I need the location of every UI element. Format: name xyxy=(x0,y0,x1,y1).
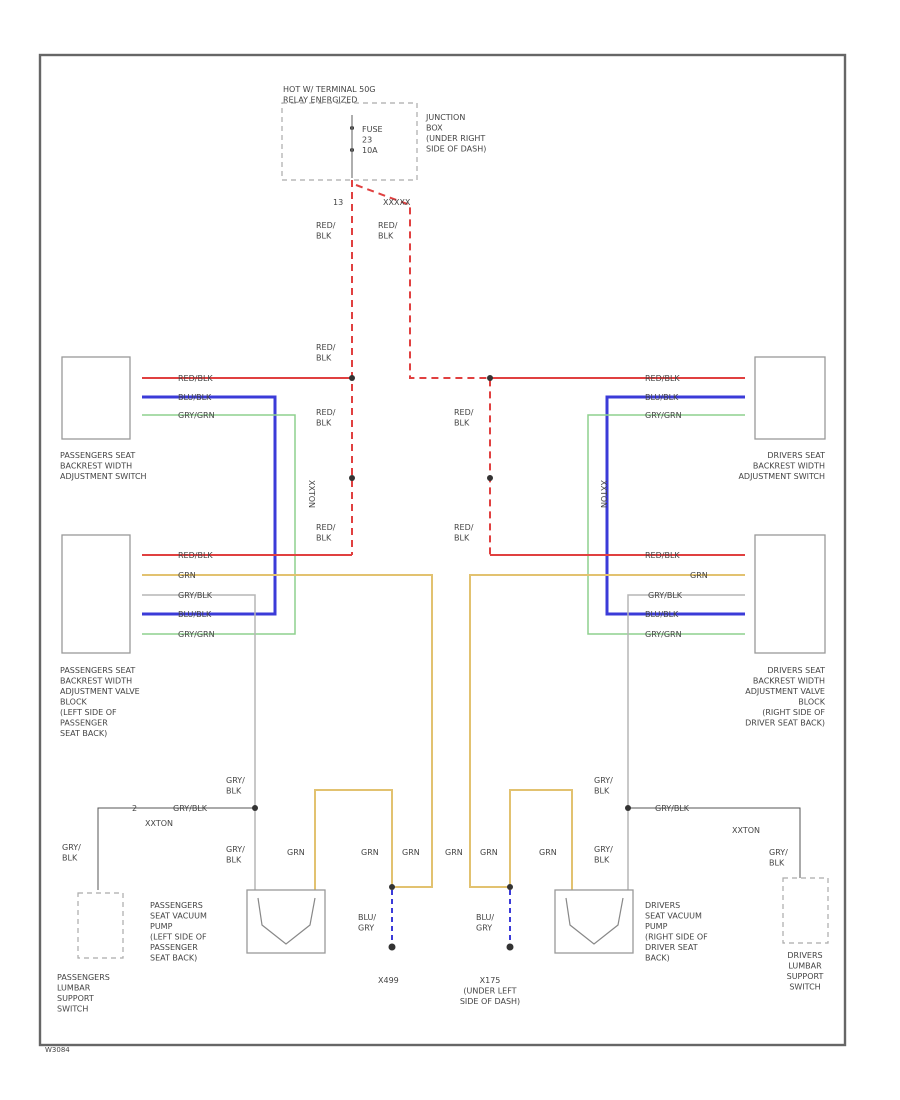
passenger-switch-box xyxy=(61,356,131,440)
driver-pump-box xyxy=(554,889,634,954)
driver-valve-wire: RED/BLK xyxy=(645,551,680,560)
pin-left: 13 xyxy=(333,198,343,207)
junction-box xyxy=(281,102,418,181)
wire-drv-pump-loop xyxy=(509,789,573,890)
passenger-valve-wire: BLU/BLK xyxy=(178,610,212,619)
splice-dot xyxy=(507,884,513,890)
passenger-pump-motor-icon xyxy=(257,897,316,945)
wires-layer xyxy=(97,180,801,945)
wire-label: GRN xyxy=(539,848,557,857)
wire-label: GRN xyxy=(361,848,379,857)
wire-pass-pump-loop xyxy=(314,789,393,890)
wire-pass-switch-blue xyxy=(142,395,277,616)
ground-point xyxy=(388,943,396,951)
wire-label: GRN xyxy=(480,848,498,857)
passenger-lumbar-switch-box xyxy=(77,892,124,959)
wire-drv-switch-green xyxy=(587,414,745,635)
pin-right: XXXXX xyxy=(383,198,411,207)
wire-label: GRN xyxy=(445,848,463,857)
wire-label: GRY/BLK xyxy=(769,848,788,868)
pin-label: 2 xyxy=(132,804,137,813)
passenger-valve-box xyxy=(61,534,131,654)
driver-switch-box xyxy=(754,356,826,440)
passenger-pump-box xyxy=(246,889,326,954)
wire-label: GRN xyxy=(402,848,420,857)
wire-label: RED/BLK xyxy=(316,523,336,543)
driver-valve-wire: GRN xyxy=(690,571,708,580)
wire-drv-valve-grey xyxy=(627,594,745,890)
wire-label: RED/BLK xyxy=(454,408,474,428)
connector-label: XXTON xyxy=(307,480,316,508)
wire-pass-switch-green xyxy=(142,414,296,635)
ground-point xyxy=(506,943,514,951)
wire-label: RED/BLK xyxy=(316,221,336,241)
driver-pump-motor-icon xyxy=(565,897,624,945)
wire-label: GRY/BLK xyxy=(62,843,81,863)
splice-dot xyxy=(252,805,258,811)
splice-dot xyxy=(625,805,631,811)
driver-switch-wire: RED/BLK xyxy=(645,374,680,383)
splice-dot xyxy=(487,475,493,481)
wire-pass-valve-yellow xyxy=(142,574,433,888)
splice-dot xyxy=(487,375,493,381)
wire-label: GRY/BLK xyxy=(173,804,208,813)
wire-drv-lumbar xyxy=(628,807,801,878)
passenger-valve-wire: GRY/BLK xyxy=(178,591,213,600)
wire-pass-lumbar xyxy=(97,807,255,890)
driver-valve-wire: GRY/GRN xyxy=(645,630,682,639)
splices xyxy=(252,126,631,951)
passenger-switch-wire: BLU/BLK xyxy=(178,393,212,402)
diagram-frame xyxy=(38,53,847,1047)
wire-drv-switch-blue xyxy=(605,395,745,616)
driver-lumbar-switch-box xyxy=(782,877,829,944)
driver-switch-wire: GRY/GRN xyxy=(645,411,682,420)
splice-dot xyxy=(349,475,355,481)
driver-valve-wire: GRY/BLK xyxy=(648,591,683,600)
driver-valve-box xyxy=(754,534,826,654)
wire-label: RED/BLK xyxy=(378,221,398,241)
wire-label: GRY/BLK xyxy=(594,845,613,865)
passenger-valve-wire: GRY/GRN xyxy=(178,630,215,639)
wire-label: RED/BLK xyxy=(316,343,336,363)
wire-label: GRY/BLK xyxy=(594,776,613,796)
splice-dot xyxy=(349,375,355,381)
wire-label: GRY/BLK xyxy=(655,804,690,813)
wire-label: BLU/GRY xyxy=(358,913,376,933)
wire-label: RED/BLK xyxy=(316,408,336,428)
connector-label: XXTON xyxy=(599,480,608,508)
wire-red-dashed-right xyxy=(355,184,491,555)
passenger-valve-wire: GRN xyxy=(178,571,196,580)
wire-pass-valve-grey xyxy=(142,594,256,890)
wire-drv-valve-yellow xyxy=(469,574,745,888)
diagram-code: W3084 xyxy=(45,1046,70,1054)
connector-label: XXTON xyxy=(145,819,173,828)
passenger-switch-wire: GRY/GRN xyxy=(178,411,215,420)
wire-label: RED/BLK xyxy=(454,523,474,543)
driver-valve-wire: BLU/BLK xyxy=(645,610,679,619)
passenger-switch-wire: RED/BLK xyxy=(178,374,213,383)
wire-label: GRN xyxy=(287,848,305,857)
wire-label: BLU/GRY xyxy=(476,913,494,933)
driver-switch-wire: BLU/BLK xyxy=(645,393,679,402)
ground-label: X499 xyxy=(378,976,399,985)
connector-label: XXTON xyxy=(732,826,760,835)
splice-dot xyxy=(389,884,395,890)
wire-label: GRY/BLK xyxy=(226,776,245,796)
wire-label: GRY/BLK xyxy=(226,845,245,865)
passenger-valve-wire: RED/BLK xyxy=(178,551,213,560)
